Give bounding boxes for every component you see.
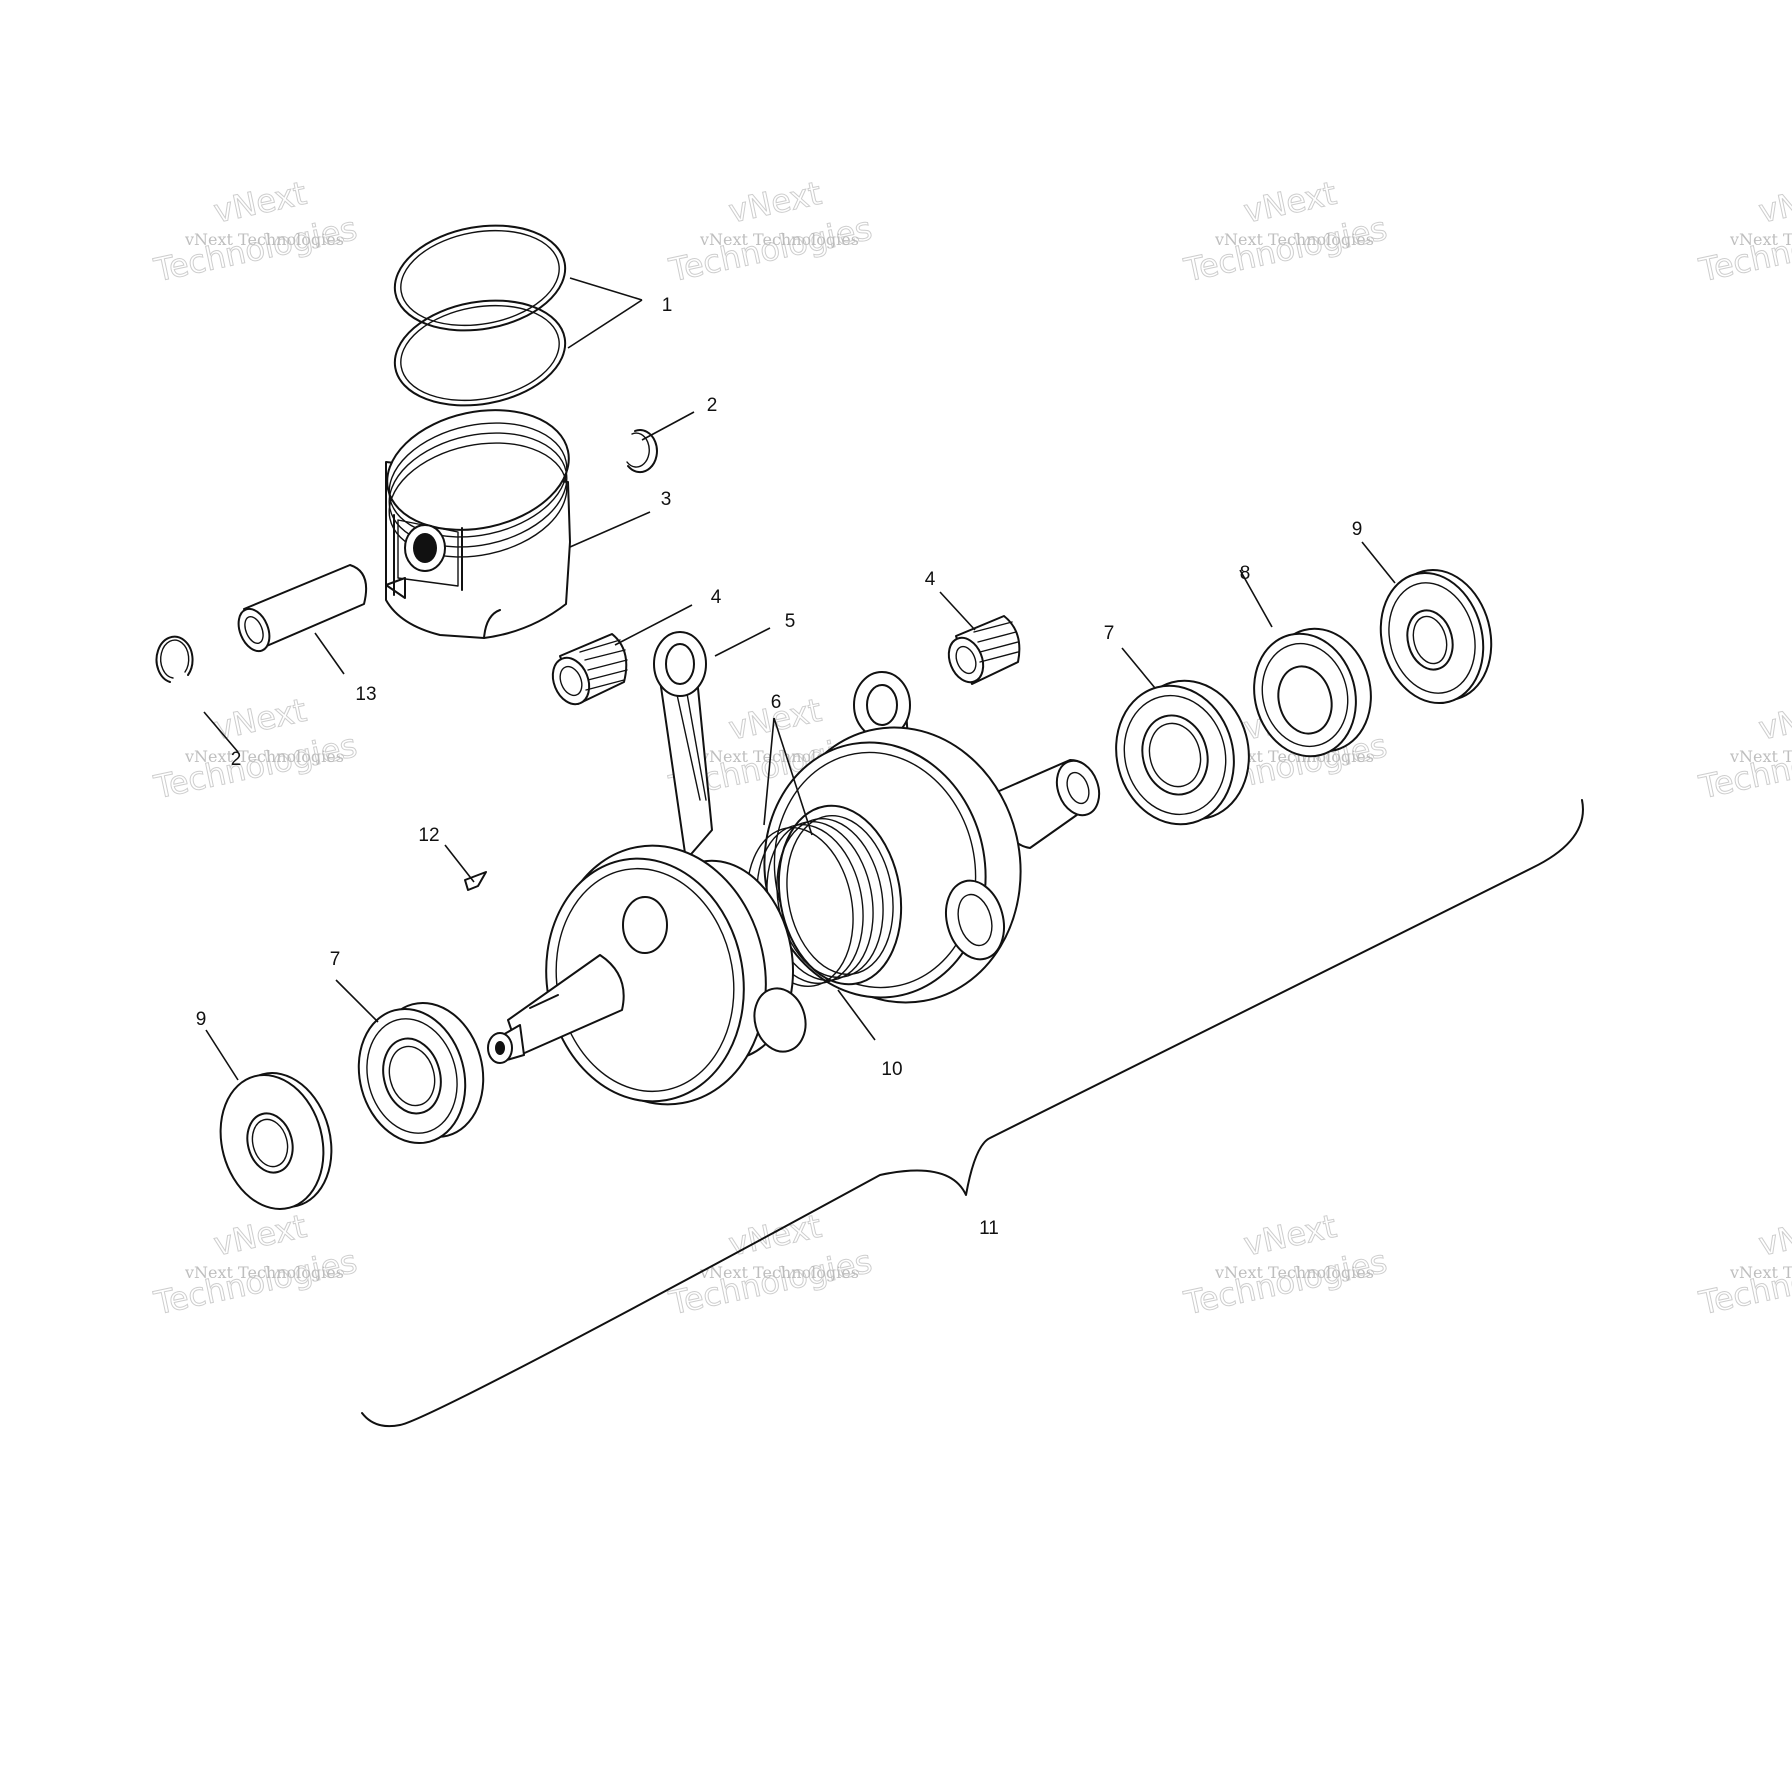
piston-rings (393, 224, 567, 407)
callout-3: 3 (661, 489, 672, 510)
piston-pin-clip-left (155, 635, 194, 683)
bearing (1253, 627, 1372, 758)
watermark: vNext Technologies (1180, 1206, 1391, 1322)
callout-4: 4 (711, 587, 722, 608)
watermark: vNext Technologies (665, 173, 876, 289)
watermark-text: vNext Technologies (1729, 230, 1792, 249)
callout-5: 5 (785, 611, 796, 632)
watermark: vNext Technologies (1180, 173, 1391, 289)
callout-4: 4 (925, 569, 936, 590)
watermark: vNext Technologies (150, 1206, 361, 1322)
oil-seal-right (1379, 568, 1493, 705)
callout-7: 7 (1104, 623, 1115, 644)
callout-leaders (203, 277, 1396, 1081)
watermark-text: vNext Technologies (699, 1263, 859, 1282)
callout-1: 1 (662, 295, 673, 316)
watermark-text: vNext Technologies (1729, 1263, 1792, 1282)
watermark: vNext Technologies (1695, 1206, 1792, 1322)
piston-pin (237, 564, 368, 653)
watermark: vNext Technologies (150, 690, 361, 806)
callout-2: 2 (231, 749, 242, 770)
watermarks: vNext Technologies vNext Technologies vN… (150, 173, 1792, 1322)
watermark-text: vNext Technologies (699, 230, 859, 249)
watermark-text: vNext Technologies (184, 230, 344, 249)
watermark-text: vNext Technologies (184, 1263, 344, 1282)
piston-pin-clip-right (626, 429, 658, 474)
watermark-text: vNext Technologies (1214, 230, 1374, 249)
needle-bearing-right (947, 615, 1021, 685)
piston (385, 409, 571, 639)
watermark-text: vNext Technologies (1729, 747, 1792, 766)
watermark-text: vNext Technologies (1214, 1263, 1374, 1282)
assembly-brace (361, 799, 1584, 1428)
watermark-text: vNext Technologies (184, 747, 344, 766)
callout-12: 12 (418, 825, 439, 846)
callout-11: 11 (979, 1218, 999, 1239)
oil-seal-left (219, 1072, 333, 1210)
callout-2: 2 (707, 395, 718, 416)
callout-9: 9 (196, 1009, 207, 1030)
svg-text:vNext: vNext (1755, 691, 1792, 748)
callout-8: 8 (1240, 563, 1251, 584)
watermark: vNext Technologies (150, 173, 361, 289)
crankshaft (487, 726, 1101, 1106)
main-bearing-right (1115, 679, 1250, 826)
svg-text:vNext: vNext (1755, 174, 1792, 231)
callout-7: 7 (330, 949, 341, 970)
watermark: vNext Technologies (1695, 690, 1792, 806)
callout-10: 10 (881, 1059, 902, 1080)
watermark-text: vNext Technologies (1214, 747, 1374, 766)
connecting-rod-left (653, 631, 713, 861)
watermark: vNext Technologies (665, 1206, 876, 1322)
svg-text:vNext: vNext (1755, 1207, 1792, 1264)
callout-labels: 1 2 2 3 4 4 5 6 7 7 8 9 9 10 11 12 13 (196, 295, 1363, 1239)
callout-13: 13 (355, 684, 376, 705)
main-bearing-left (357, 1001, 485, 1145)
needle-bearing-left (551, 633, 628, 706)
watermark: vNext Technologies (1695, 173, 1792, 289)
callout-9: 9 (1352, 519, 1363, 540)
callout-6: 6 (771, 692, 782, 713)
woodruff-key (464, 871, 487, 891)
